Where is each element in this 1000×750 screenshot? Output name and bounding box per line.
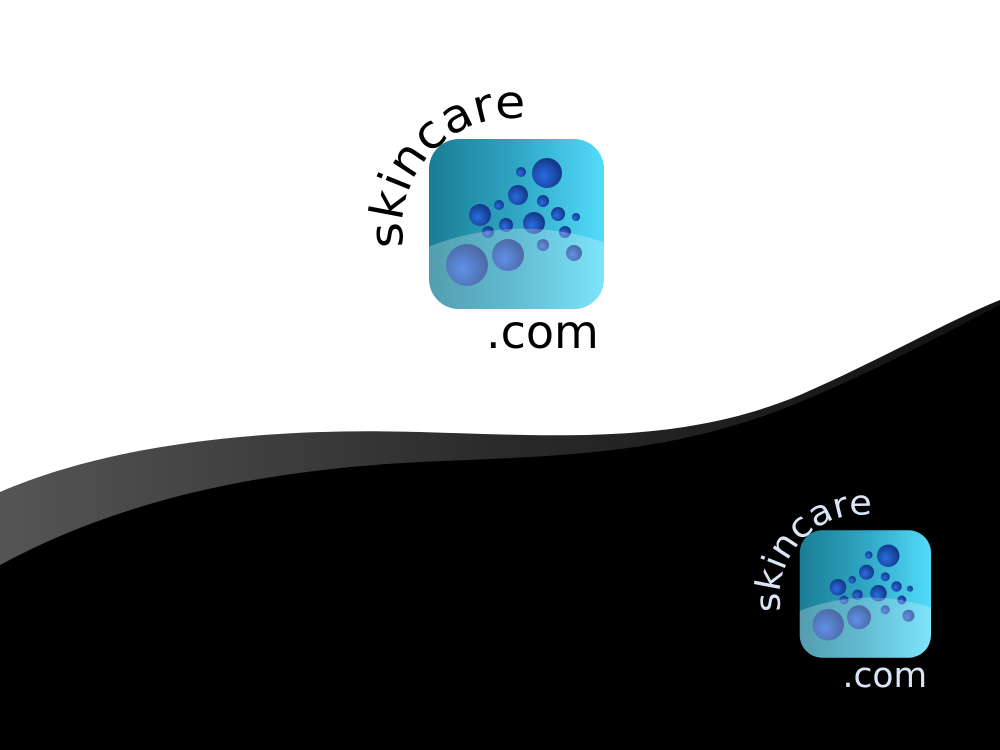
bubbles-icon	[793, 530, 937, 666]
logo-suffix-text: .com	[486, 305, 599, 359]
logo-suffix-text: .com	[843, 656, 928, 696]
wave-black-area	[0, 305, 1000, 750]
logo-primary: skincare .com	[359, 75, 612, 359]
bubbles-icon	[420, 139, 612, 320]
